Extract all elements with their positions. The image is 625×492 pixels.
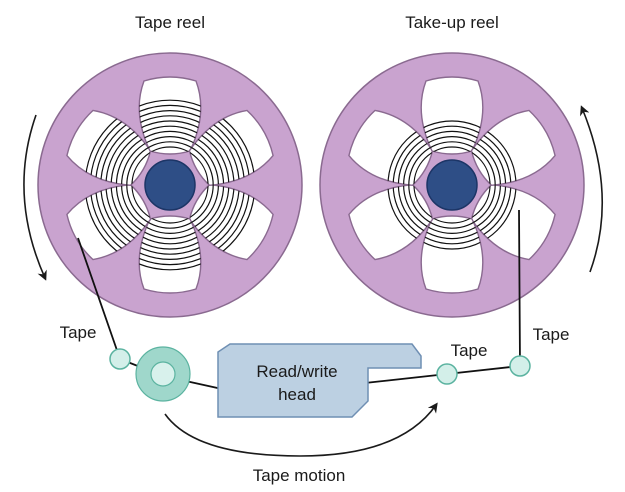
rotation-arrow-left-icon [23, 114, 47, 281]
hub-icon [426, 159, 478, 211]
guide-roller-icon [509, 355, 531, 377]
takeup-reel-title: Take-up reel [405, 13, 499, 32]
guide-roller-icon [436, 363, 458, 385]
read-write-head-icon [217, 343, 422, 418]
rotation-arrow-right-icon [580, 105, 604, 273]
hub-icon [144, 159, 196, 211]
guide-roller-icon [109, 348, 131, 370]
tape-label-middle: Tape [451, 341, 488, 360]
tape-label-left: Tape [60, 323, 97, 342]
tape-motion-label: Tape motion [253, 466, 346, 485]
head-label-line1: Read/write [256, 362, 337, 381]
tape-reel-title: Tape reel [135, 13, 205, 32]
takeup-reel-icon [319, 52, 585, 318]
capstan-icon [135, 346, 191, 402]
tape-motion-arrow-icon [164, 402, 438, 457]
tape-path-right [364, 209, 521, 384]
tape-reel-icon [37, 52, 303, 318]
head-label-line2: head [278, 385, 316, 404]
tape-label-right: Tape [533, 325, 570, 344]
